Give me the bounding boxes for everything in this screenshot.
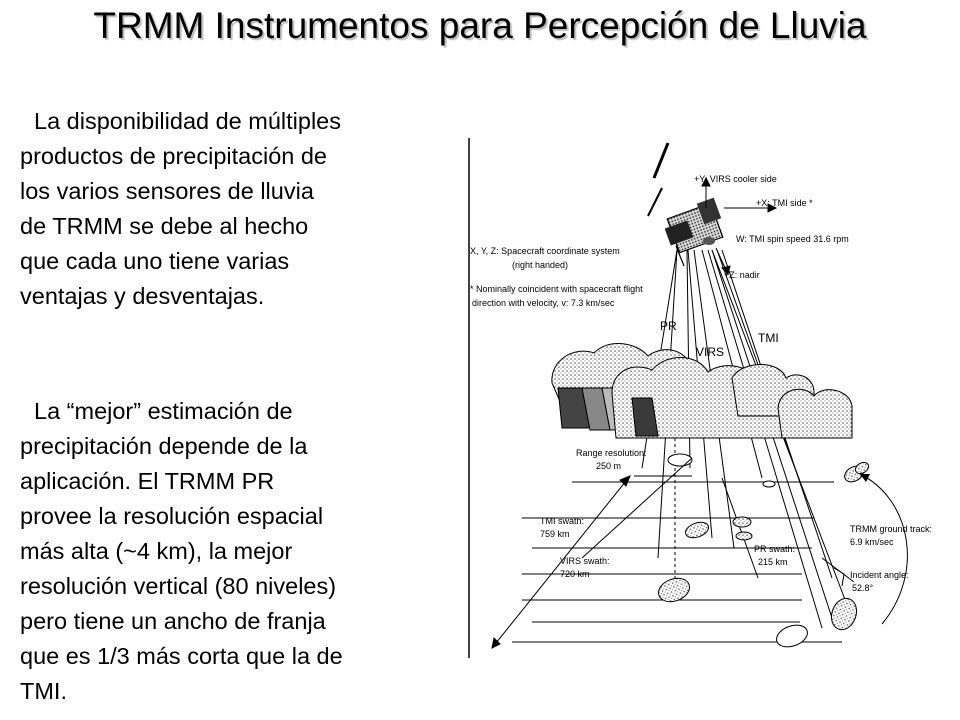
label-virs-swath: VIRS swath: [560, 556, 610, 566]
ground-track-arrowhead [860, 474, 870, 482]
footprint-ellipses [658, 461, 870, 648]
label-virs: VIRS [696, 345, 724, 359]
ground-grid [512, 481, 842, 643]
sensor-beams [641, 249, 853, 629]
label-pr: PR [660, 319, 677, 333]
spacecraft-icon [647, 142, 724, 267]
label-tmi-swath-value: 759 km [540, 529, 570, 539]
paragraph-best-estimate-text: La “mejor” estimación de precipitación d… [20, 398, 343, 704]
paragraph-best-estimate: La “mejor” estimación de precipitación d… [20, 394, 465, 709]
label-nadir: +Z: nadir [724, 270, 760, 280]
label-incident-angle-value: 52.8° [852, 583, 874, 593]
slide-title: TRMM Instrumentos para Percepción de Llu… [93, 5, 867, 46]
label-spin-speed: W: TMI spin speed 31.6 rpm [736, 234, 849, 244]
cloud-bank [551, 342, 853, 439]
label-ground-track: TRMM ground track: [850, 524, 932, 534]
label-coordinate-system: X, Y, Z: Spacecraft coordinate system [470, 246, 620, 256]
paragraph-sensor-products: La disponibilidad de múltiples productos… [20, 104, 465, 314]
trmm-diagram-svg: +Y: VIRS cooler side +X: TMI side * W: T… [468, 138, 932, 658]
label-pr-swath-value: 215 km [758, 557, 788, 567]
swath-arrows [491, 457, 759, 649]
label-pr-swath: PR swath: [754, 544, 795, 554]
label-tmi: TMI [758, 331, 779, 345]
paragraph-sensor-products-text: La disponibilidad de múltiples productos… [20, 108, 342, 309]
trmm-diagram: +Y: VIRS cooler side +X: TMI side * W: T… [462, 138, 960, 720]
label-tmi-swath: TMI swath: [540, 516, 584, 526]
label-range-value: 250 m [596, 461, 621, 471]
label-virs-cooler: +Y: VIRS cooler side [694, 174, 777, 184]
label-ground-track-value: 6.9 km/sec [850, 537, 894, 547]
label-nominally-coincident: * Nominally coincident with spacecraft f… [470, 284, 643, 294]
label-velocity: direction with velocity, v: 7.3 km/sec [472, 298, 615, 308]
label-incident-angle: Incident angle: [850, 570, 909, 580]
label-right-handed: (right handed) [512, 260, 568, 270]
label-virs-swath-value: 720 km [560, 569, 590, 579]
label-tmi-side: +X: TMI side * [756, 198, 813, 208]
ground-track-arc [859, 473, 908, 625]
label-range-resolution: Range resolution: [576, 448, 647, 458]
range-cell-icon [667, 453, 693, 467]
